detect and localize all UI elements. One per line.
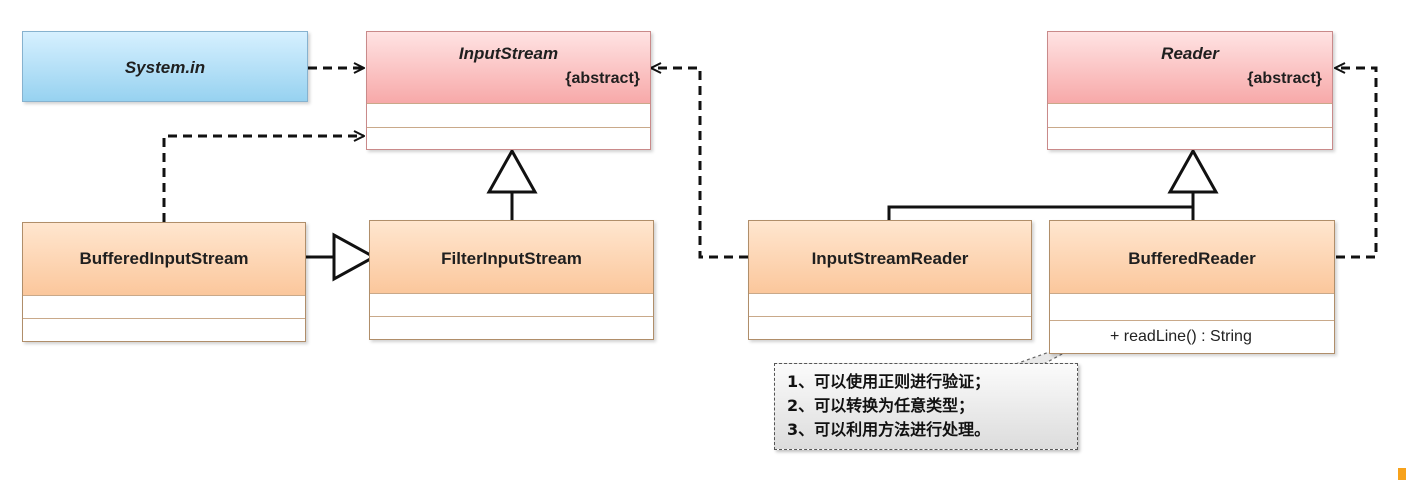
class-bufferedinputstream-header: BufferedInputStream [23, 223, 305, 295]
class-bufferedreader-method: + readLine() : String [1050, 320, 1334, 353]
note-line-2: 2、可以转换为任意类型； [787, 396, 975, 415]
class-filterinputstream-name: FilterInputStream [441, 249, 582, 268]
class-inputstreamreader-operations [749, 316, 1031, 339]
class-bufferedinputstream-name: BufferedInputStream [79, 249, 249, 268]
class-bufferedreader-attributes [1050, 293, 1334, 320]
note-line-1: 1、可以使用正则进行验证； [787, 372, 991, 391]
class-bufferedreader[interactable]: BufferedReader + readLine() : String [1049, 220, 1335, 354]
corner-decoration [1398, 468, 1406, 480]
class-inputstreamreader[interactable]: InputStreamReader [748, 220, 1032, 340]
edge-bufferedinputstream-to-inputstream [162, 136, 364, 222]
class-system-in-name: System.in [124, 58, 206, 77]
class-inputstream-attributes [367, 103, 650, 127]
generalization-triangle-inputstream [486, 147, 538, 194]
class-inputstream-name: InputStream [458, 44, 559, 63]
edge-bufferedreader-to-reader-dashed [1335, 68, 1378, 259]
class-bufferedinputstream-attributes [23, 295, 305, 318]
generalization-triangle-filterinputstream [332, 232, 378, 282]
class-bufferedreader-header: BufferedReader [1050, 221, 1334, 293]
class-inputstreamreader-attributes [749, 293, 1031, 316]
class-filterinputstream-operations [370, 316, 653, 339]
class-inputstreamreader-header: InputStreamReader [749, 221, 1031, 293]
class-filterinputstream-attributes [370, 293, 653, 316]
class-filterinputstream-header: FilterInputStream [370, 221, 653, 293]
class-inputstream-stereotype: {abstract} [565, 70, 640, 87]
class-filterinputstream[interactable]: FilterInputStream [369, 220, 654, 340]
edge-inputstreamreader-to-inputstream [651, 68, 748, 259]
class-reader[interactable]: Reader {abstract} [1047, 31, 1333, 150]
edge-inputstreamreader-to-reader [887, 205, 1193, 220]
class-bufferedinputstream-operations [23, 318, 305, 341]
class-inputstream-header: InputStream {abstract} [367, 32, 650, 103]
class-reader-operations [1048, 127, 1332, 149]
class-inputstream-operations [367, 127, 650, 149]
class-reader-name: Reader [1161, 44, 1219, 63]
note-callout: 1、可以使用正则进行验证； 2、可以转换为任意类型； 3、可以利用方法进行处理。 [774, 363, 1078, 450]
class-inputstream[interactable]: InputStream {abstract} [366, 31, 651, 150]
class-bufferedinputstream[interactable]: BufferedInputStream [22, 222, 306, 342]
class-system-in[interactable]: System.in [22, 31, 308, 102]
generalization-triangle-reader [1167, 147, 1219, 194]
note-line-3: 3、可以利用方法进行处理。 [787, 420, 991, 439]
class-bufferedreader-name: BufferedReader [1128, 249, 1256, 268]
class-reader-attributes [1048, 103, 1332, 127]
class-reader-stereotype: {abstract} [1247, 70, 1322, 87]
class-inputstreamreader-name: InputStreamReader [811, 249, 969, 268]
class-reader-header: Reader {abstract} [1048, 32, 1332, 103]
